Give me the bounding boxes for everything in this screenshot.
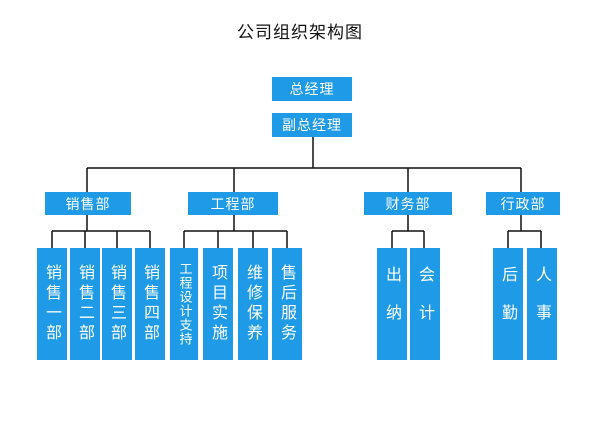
unit-eng-after-sales: 售后服务 xyxy=(272,248,302,360)
unit-finance-accounting: 会计 xyxy=(410,248,440,360)
label-sales-1: 销售一部 xyxy=(43,264,62,344)
box-admin-dept: 行政部 xyxy=(486,192,560,215)
label-admin-dept: 行政部 xyxy=(500,196,546,213)
unit-eng-design-support: 工程设计支持 xyxy=(170,248,198,360)
label-sales-3: 销售三部 xyxy=(108,264,127,344)
label-admin-hr: 人事 xyxy=(533,266,552,342)
box-engineering-dept: 工程部 xyxy=(188,192,278,215)
unit-sales-4: 销售四部 xyxy=(135,248,165,360)
label-eng-design-support: 工程设计支持 xyxy=(176,262,192,346)
label-eng-maintenance: 维修保养 xyxy=(244,264,263,344)
box-deputy-general-manager: 副总经理 xyxy=(272,113,352,137)
label-finance-accounting: 会计 xyxy=(416,266,435,342)
unit-admin-logistics: 后勤 xyxy=(493,248,523,360)
label-deputy-general-manager: 副总经理 xyxy=(282,118,342,134)
box-finance-dept: 财务部 xyxy=(364,192,452,215)
label-finance-cashier: 出纳 xyxy=(383,266,402,342)
label-general-manager: 总经理 xyxy=(289,82,335,98)
label-engineering-dept: 工程部 xyxy=(210,196,256,213)
label-finance-dept: 财务部 xyxy=(385,196,431,213)
label-admin-logistics: 后勤 xyxy=(499,266,518,342)
unit-sales-2: 销售二部 xyxy=(70,248,100,360)
unit-eng-maintenance: 维修保养 xyxy=(238,248,268,360)
label-eng-after-sales: 售后服务 xyxy=(278,264,297,344)
unit-finance-cashier: 出纳 xyxy=(377,248,407,360)
unit-sales-3: 销售三部 xyxy=(102,248,132,360)
unit-eng-project-impl: 项目实施 xyxy=(203,248,233,360)
label-sales-2: 销售二部 xyxy=(76,264,95,344)
unit-admin-hr: 人事 xyxy=(527,248,557,360)
box-sales-dept: 销售部 xyxy=(45,192,131,215)
chart-title: 公司组织架构图 xyxy=(237,23,363,43)
label-sales-4: 销售四部 xyxy=(141,264,160,344)
box-general-manager: 总经理 xyxy=(272,77,352,101)
unit-sales-1: 销售一部 xyxy=(37,248,67,360)
label-eng-project-impl: 项目实施 xyxy=(209,264,228,344)
label-sales-dept: 销售部 xyxy=(65,196,111,213)
